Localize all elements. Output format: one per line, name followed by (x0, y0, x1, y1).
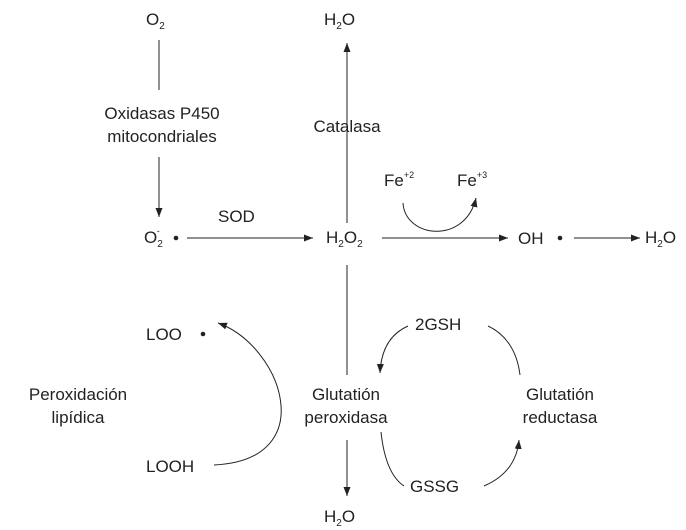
glutathione-reductase-line1: Glutatión (526, 385, 594, 404)
oxidase-label-line2: mitocondriales (107, 127, 217, 146)
iron-ii-label: Fe+2 (384, 170, 414, 190)
superoxide-radical-dot (173, 235, 179, 241)
glutathione-reductase-line2: reductasa (523, 408, 598, 427)
water-top-label: H2O (324, 10, 355, 32)
gpx-to-gssg-curve (380, 431, 405, 487)
superoxide-label: O2- (144, 226, 163, 250)
gsh-to-gpx-curve-arrow (376, 325, 409, 374)
oxygen-label: O2 (146, 10, 165, 32)
reduced-glutathione-label: 2GSH (415, 315, 461, 334)
sod-label: SOD (218, 207, 255, 226)
lipid-hydroperoxide-label: LOOH (146, 457, 194, 476)
water-bottom-label: H2O (324, 507, 355, 529)
oxidase-label-line1: Oxidasas P450 (104, 104, 219, 123)
lipid-peroxidation-line2: lipídica (52, 408, 105, 427)
hydroxyl-radical-label: OH (518, 229, 544, 248)
lipid-peroxyl-radical-dot (200, 331, 206, 337)
glutathione-peroxidase-line2: peroxidasa (304, 408, 388, 427)
gssg-to-reductase-curve-arrow (483, 439, 522, 487)
catalase-label: Catalasa (313, 117, 381, 136)
reductase-to-gsh-curve (487, 325, 521, 376)
hydrogen-peroxide-label: H2O2 (326, 228, 363, 250)
iron-iii-label: Fe+3 (457, 170, 487, 190)
fenton-iron-curve-arrow (402, 197, 478, 232)
lipid-peroxidation-line1: Peroxidación (29, 385, 127, 404)
oxidized-glutathione-label: GSSG (410, 477, 459, 496)
hydroxyl-radical-dot (557, 235, 563, 241)
lipid-peroxyl-radical-label: LOO (146, 325, 182, 344)
water-right-label: H2O (645, 228, 676, 250)
glutathione-peroxidase-line1: Glutatión (312, 385, 380, 404)
looh-to-loo-curve-arrow (213, 322, 282, 466)
